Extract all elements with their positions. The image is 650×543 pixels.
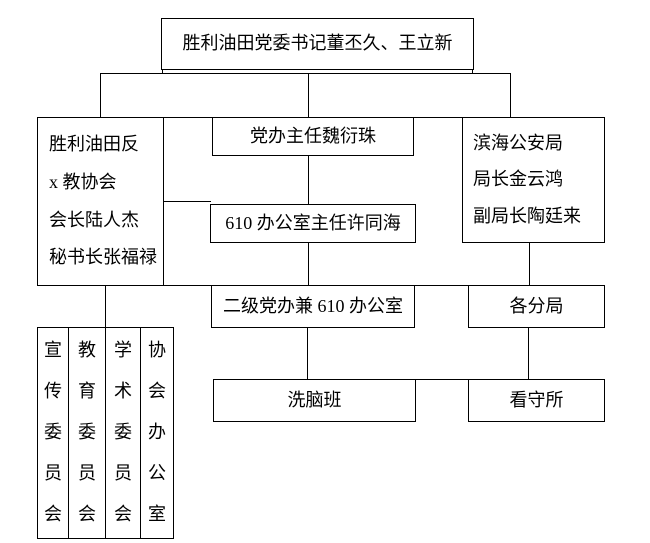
public-security-line-3: 副局长陶廷来 [473,205,581,226]
detention-center-text: 看守所 [509,389,564,410]
association-line-4: 秘书长张福禄 [49,247,157,268]
public-security-line-2: 局长金云鸿 [473,169,563,190]
branch-bureaus-box: 各分局 [468,285,605,328]
connector-secondary-to-brainwashing [307,327,308,380]
detention-center-box: 看守所 [468,379,605,422]
committee-office-text: 协会办公室 [148,339,166,524]
office-610-box: 610 办公室主任许同海 [210,204,416,243]
association-line-2: x 教协会 [49,171,117,192]
connector-association-to-610 [163,201,211,202]
committee-academic-text: 学术委员会 [114,339,132,524]
connector-drop-association [100,73,101,118]
office-610-text: 610 办公室主任许同海 [225,212,401,233]
connector-public-security-to-branch [529,242,530,286]
committee-education-text: 教育委员会 [78,339,96,524]
committee-propaganda-text: 宣传委员会 [44,339,62,524]
secondary-office-box: 二级党办兼 610 办公室 [211,285,415,328]
branch-bureaus-text: 各分局 [509,295,564,316]
association-line-1: 胜利油田反 [49,134,139,155]
connector-top-bus [100,73,511,74]
association-box: 胜利油田反 x 教协会 会长陆人杰 秘书长张福禄 [37,117,164,286]
connector-610-to-secondary [308,242,309,286]
committees-box: 宣传委员会 教育委员会 学术委员会 协会办公室 [37,327,174,539]
committee-column-education: 教育委员会 [69,328,106,538]
committee-column-office: 协会办公室 [141,328,173,538]
party-office-text: 党办主任魏衍珠 [250,125,376,146]
brainwashing-class-text: 洗脑班 [287,389,342,410]
party-office-box: 党办主任魏衍珠 [212,117,414,156]
public-security-box: 滨海公安局 局长金云鸿 副局长陶廷来 [462,117,605,243]
connector-drop-party-office [308,73,309,118]
connector-drop-public-security [510,73,511,118]
connector-branch-to-detention [528,327,529,380]
connector-title-right-stub [472,69,473,74]
committee-column-propaganda: 宣传委员会 [38,328,69,538]
association-line-3: 会长陆人杰 [49,209,139,230]
title-text: 胜利油田党委书记董丕久、王立新 [182,33,453,54]
title-box: 胜利油田党委书记董丕久、王立新 [161,18,474,70]
brainwashing-class-box: 洗脑班 [213,379,416,422]
committee-column-academic: 学术委员会 [106,328,141,538]
connector-party-office-to-610 [308,155,309,205]
connector-association-to-committees [105,285,106,328]
public-security-line-1: 滨海公安局 [473,132,563,153]
secondary-office-text: 二级党办兼 610 办公室 [223,295,403,316]
connector-title-left-stub [162,69,163,74]
